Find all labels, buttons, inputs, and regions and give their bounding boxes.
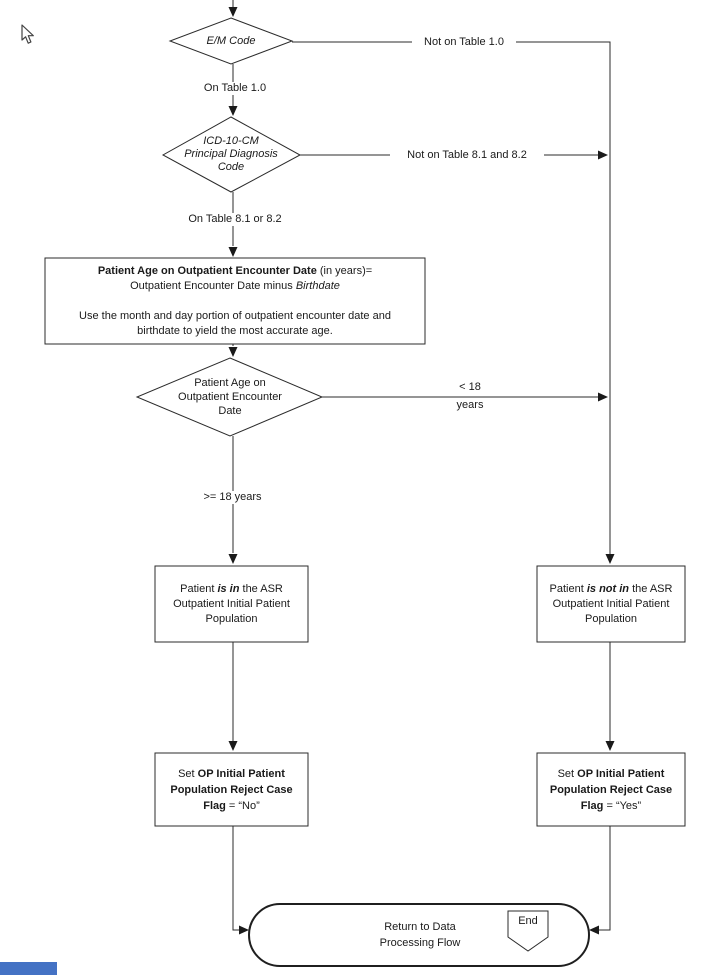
- popin-emphasis: is in: [217, 582, 240, 595]
- em-code-text: E/M Code: [206, 35, 256, 47]
- dx-line1: ICD-10-CM: [203, 135, 259, 147]
- edge-setyes-to-end-line: [598, 826, 611, 931]
- arrowhead-into-popin: [228, 554, 238, 564]
- setno-bold2: Population Reject Case: [170, 783, 293, 796]
- setyes-line3: Flag = “Yes”: [581, 798, 641, 814]
- age-calc-box: Patient Age on Outpatient Encounter Date…: [46, 259, 424, 343]
- edge-label-not-on-table1: Not on Table 1.0: [412, 36, 516, 49]
- set-flag-yes-box-shape: [536, 752, 686, 827]
- arrowhead-into-setyes: [605, 741, 615, 751]
- edge-setno-to-end-line: [232, 826, 240, 931]
- terminator-line1: Return to Data: [384, 921, 456, 933]
- edge-label-under18-unit: years: [456, 399, 484, 411]
- arrowhead-into-popnot: [605, 554, 615, 564]
- popnot-post: the ASR: [629, 582, 673, 595]
- population-not-in-box: Patient is not in the ASR Outpatient Ini…: [538, 567, 684, 641]
- setyes-pre: Set: [557, 767, 578, 780]
- decision-principal-dx-diamond: [161, 116, 302, 193]
- dx-line3: Code: [217, 161, 245, 173]
- popin-pre: Patient: [180, 582, 218, 595]
- terminator-line2: Processing Flow: [379, 937, 461, 949]
- agedec-line1: Patient Age on: [194, 377, 266, 389]
- age-calc-formula: Outpatient Encounter Date minus Birthdat…: [130, 279, 340, 294]
- arrowhead-into-dx: [228, 106, 238, 116]
- setyes-tail: = “Yes”: [603, 799, 642, 812]
- age-calc-box-shape: [44, 257, 426, 345]
- decision-principal-dx-label: ICD-10-CM Principal Diagnosis Code: [161, 117, 301, 192]
- arrowhead-into-agecalc: [228, 247, 238, 257]
- setno-line3: Flag = “No”: [203, 798, 260, 814]
- set-flag-no-box-shape: [154, 752, 309, 827]
- arrowhead-entry: [228, 7, 238, 17]
- setyes-bold2: Population Reject Case: [549, 783, 673, 796]
- arrowhead-under18: [598, 392, 608, 402]
- population-in-box: Patient is in the ASR Outpatient Initial…: [156, 567, 307, 641]
- terminator-label: Return to Data Processing Flow: [300, 905, 540, 965]
- setyes-bold3: Flag: [580, 799, 604, 812]
- popin-line2: Outpatient Initial Patient: [173, 597, 290, 610]
- set-flag-yes-box: Set OP Initial Patient Population Reject…: [538, 754, 684, 825]
- setno-line1: Set OP Initial Patient: [178, 766, 285, 782]
- edge-label-not-on-table8: Not on Table 8.1 and 8.2: [390, 149, 544, 162]
- popnot-line1: Patient is not in the ASR: [550, 582, 673, 597]
- setno-tail: = “No”: [225, 799, 260, 812]
- age-calc-note2: birthdate to yield the most accurate age…: [137, 324, 333, 337]
- decision-patient-age-diamond: [135, 357, 324, 437]
- arrowhead-into-end-right: [589, 925, 599, 935]
- age-calc-note1: Use the month and day portion of outpati…: [79, 309, 391, 322]
- terminator-shape: [248, 903, 590, 967]
- popin-line3: Population: [205, 612, 258, 625]
- edge-not-table1-line: [292, 41, 611, 554]
- set-flag-no-box: Set OP Initial Patient Population Reject…: [156, 754, 307, 825]
- edge-label-on-table8: On Table 8.1 or 8.2: [178, 213, 292, 226]
- setno-pre: Set: [178, 767, 198, 780]
- popnot-emphasis: is not in: [586, 582, 630, 595]
- arrowhead-into-end-left: [239, 925, 249, 935]
- end-marker-shape: [507, 910, 549, 952]
- population-not-in-box-shape: [536, 565, 686, 643]
- decision-patient-age-label: Patient Age on Outpatient Encounter Date: [140, 358, 320, 436]
- arrowhead-into-setno: [228, 741, 238, 751]
- dx-line2: Principal Diagnosis: [184, 148, 278, 160]
- setno-bold3: Flag: [203, 799, 226, 812]
- age-calc-title-tail: (in years)=: [316, 264, 373, 277]
- popnot-line3: Population: [585, 612, 637, 625]
- decision-em-code-diamond: [168, 17, 294, 65]
- age-calc-spacer: [233, 294, 236, 309]
- setno-bold1: OP Initial Patient: [197, 767, 285, 780]
- agedec-line2: Outpatient Encounter: [178, 391, 282, 403]
- popin-line1: Patient is in the ASR: [180, 582, 283, 597]
- decision-em-code-label: E/M Code: [171, 18, 291, 64]
- edge-label-atleast18: >= 18 years: [178, 491, 287, 504]
- setyes-line1: Set OP Initial Patient: [558, 766, 665, 782]
- arrowhead-into-agedec: [228, 347, 238, 357]
- popnot-pre: Patient: [549, 582, 587, 595]
- end-marker-label: End: [518, 915, 538, 927]
- agedec-line3: Date: [218, 405, 242, 417]
- setyes-bold1: OP Initial Patient: [577, 767, 665, 780]
- edge-label-on-table1: On Table 1.0: [183, 82, 287, 95]
- population-in-box-shape: [154, 565, 309, 643]
- age-calc-formula-pre: Outpatient Encounter Date minus: [130, 279, 296, 292]
- edge-label-under18-value: < 18: [459, 381, 481, 393]
- popnot-line2: Outpatient Initial Patient: [552, 597, 670, 610]
- blue-ui-fragment: [0, 962, 57, 975]
- popin-post: the ASR: [239, 582, 283, 595]
- age-calc-formula-italic: Birthdate: [295, 279, 340, 292]
- age-calc-title-bold: Patient Age on Outpatient Encounter Date: [97, 264, 317, 277]
- age-calc-title: Patient Age on Outpatient Encounter Date…: [98, 264, 372, 279]
- mouse-cursor-icon: [21, 24, 34, 44]
- arrowhead-not-table8: [598, 150, 608, 160]
